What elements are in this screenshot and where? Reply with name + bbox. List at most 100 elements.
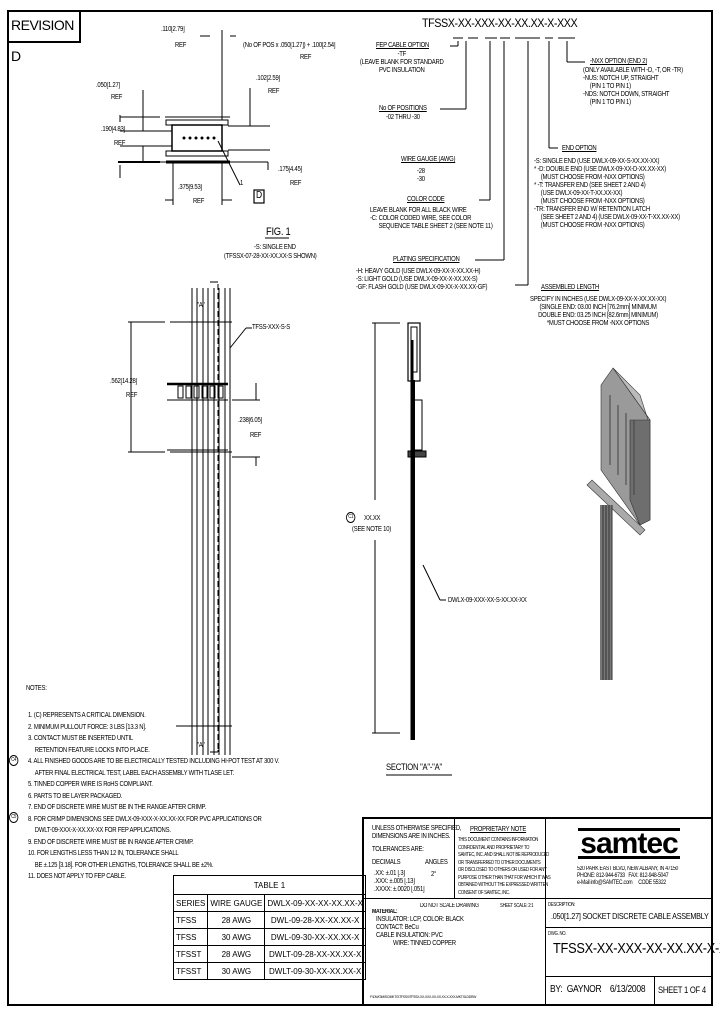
- note-8-cont: DWLT-09-XXX-X-XX.XX-XX FOR FEP APPLICATI…: [34, 827, 171, 834]
- section-marker-bottom: "A": [197, 742, 205, 749]
- file-path: F:\DWG\MISC\MKTG\TFSSX\TFSSX-XX-XXX-XX-X…: [370, 994, 477, 999]
- positions-range: -02 THRU -30: [386, 114, 420, 121]
- dim-right-offset: .102[2.59]: [256, 75, 280, 82]
- sheet-scale: SHEET SCALE: 2:1: [500, 903, 534, 909]
- section-length-note: (SEE NOTE 10): [352, 526, 392, 533]
- note-7: 7. END OF DISCRETE WIRE MUST BE IN THE R…: [28, 804, 206, 811]
- color-code-text: LEAVE BLANK FOR ALL BLACK WIRE -C: COLOR…: [370, 207, 493, 230]
- tolerance-angle: 2°: [431, 871, 437, 878]
- wire-callout: DWLX-09-XXX-XX-S-XX.XX-XX: [448, 597, 527, 604]
- fig1-subtitle: -S: SINGLE END: [254, 244, 296, 251]
- end-option-title: END OPTION: [562, 145, 597, 152]
- section-marker-top: "A": [197, 302, 205, 309]
- end-option-text: -S: SINGLE END (USE DWLX-09-XX-S-XX.XX-X…: [534, 158, 680, 229]
- company-address: 520 PARK EAST BLVD, NEW ALBANY, IN 47150…: [577, 866, 679, 886]
- dim-top-width: .110[2.79]: [161, 26, 185, 33]
- dim-right-offset-ref: REF: [268, 88, 280, 95]
- part-number-format: TFSSX-XX-XXX-XX-XX.XX-X-XXX: [422, 16, 578, 30]
- tolerance-line2: DIMENSIONS ARE IN INCHES.: [372, 833, 451, 840]
- nxx-option-title: -NXX OPTION (END 2): [590, 58, 647, 65]
- plating-title: PLATING SPECIFICATION: [393, 256, 460, 263]
- positions-title: No OF POSITIONS: [379, 105, 427, 112]
- table-1: TABLE 1 SERIES WIRE GAUGE DWLX-09-XX-XX-…: [172, 875, 366, 980]
- tolerance-angles-label: ANGLES: [425, 859, 448, 866]
- note-4-cont: AFTER FINAL ELECTRICAL TEST, LABEL EACH …: [34, 769, 234, 777]
- sheet-block: [654, 976, 713, 1006]
- dwg-number: TFSSX-XX-XXX-XX-XX.XX-X-XXX: [553, 940, 720, 957]
- detail-label: D: [256, 190, 262, 201]
- notes-title: NOTES:: [26, 685, 47, 692]
- isometric-connector-render: [586, 367, 651, 680]
- dim-pitch-formula: (No OF POS x .050[1.27]) + .100[2.54]: [243, 42, 336, 49]
- table-header-row: SERIES WIRE GAUGE DWLX-09-XX-XX-XX.XX-X: [172, 894, 366, 912]
- revision-box: REVISION D: [7, 10, 81, 64]
- table-title: TABLE 1: [173, 875, 366, 895]
- tolerance-d2: .XXX: ±.005 [.13]: [374, 878, 415, 885]
- proprietary-title: PROPRIETARY NOTE: [470, 826, 527, 833]
- drawing-sheet-border: [7, 10, 713, 1006]
- wire-gauge-30: -30: [417, 176, 425, 183]
- description: .050[1.27] SOCKET DISCRETE CABLE ASSEMBL…: [551, 911, 709, 921]
- material-lines: INSULATOR: LCP, COLOR: BLACK CONTACT: Be…: [376, 916, 464, 947]
- fep-option-title: FEP CABLE OPTION: [376, 42, 430, 49]
- dwg-label: DWG. NO.: [548, 931, 567, 937]
- section-length: XX.XX: [364, 515, 381, 522]
- material-label: MATERIAL:: [372, 909, 398, 915]
- by-line: BY: GAYNOR 6/13/2008: [550, 984, 646, 995]
- note-10: 10. FOR LENGTHS LESS THAN 12 IN, TOLERAN…: [28, 850, 179, 857]
- note-6: 6. PARTS TO BE LAYER PACKAGED.: [28, 792, 123, 800]
- dim-pitch-ref: REF: [300, 54, 312, 61]
- dim-side-height-ref: REF: [126, 392, 138, 399]
- nxx-option-text: (ONLY AVAILABLE WITH -D, -T, OR -TR) -NU…: [583, 67, 683, 106]
- critical-dim-symbol: C1: [346, 512, 356, 523]
- note-3-cont: RETENTION FEATURE LOCKS INTO PLACE.: [34, 746, 150, 754]
- wire-gauge-28: -28: [417, 168, 425, 175]
- note-4: 4. ALL FINISHED GOODS ARE TO BE ELECTRIC…: [28, 758, 280, 765]
- dim-width: .375[9.53]: [178, 184, 202, 191]
- dim-left-offset: .050[1.27]: [96, 82, 120, 89]
- samtec-logo: samtec: [578, 825, 680, 861]
- description-label: DESCRIPTION:: [548, 902, 576, 908]
- note-10-cont: BE ±.125 [3.18]. FOR OTHER LENGTHS, TOLE…: [34, 861, 214, 869]
- note-3: 3. CONTACT MUST BE INSERTED UNTIL: [28, 735, 133, 742]
- proprietary-text: THIS DOCUMENT CONTAINS INFORMATION CONFI…: [458, 837, 551, 896]
- note-4-marker: C4: [9, 755, 19, 766]
- note-8: 8. FOR CRIMP DIMENSIONS SEE DWLX-09-XXX-…: [28, 815, 262, 823]
- fig1-title: FIG. 1: [266, 226, 291, 238]
- dim-bottom-right: .175[4.45]: [278, 166, 302, 173]
- tolerance-line1: UNLESS OTHERWISE SPECIFIED,: [372, 825, 462, 832]
- color-code-title: COLOR CODE: [407, 196, 445, 203]
- dim-side-offset-ref: REF: [250, 432, 262, 439]
- dim-height: .190[4.83]: [101, 126, 125, 133]
- fep-option-text: -TF (LEAVE BLANK FOR STANDARD PVC INSULA…: [359, 51, 444, 74]
- dim-height-ref: REF: [114, 140, 126, 147]
- note-1: 1. (C) REPRESENTS A CRITICAL DIMENSION.: [28, 712, 146, 719]
- notes-list: 1. (C) REPRESENTS A CRITICAL DIMENSION. …: [28, 710, 279, 883]
- note-2: 2. MINIMUM PULLOUT FORCE: 3 LBS [13.3 N]…: [28, 723, 147, 731]
- note-11: 11. DOES NOT APPLY TO FEP CABLE.: [28, 873, 126, 880]
- length-title: ASSEMBLED LENGTH: [541, 284, 600, 291]
- dim-width-ref: REF: [193, 198, 205, 205]
- sheet-number: SHEET 1 OF 4: [658, 985, 706, 995]
- dim-side-offset: .238[6.05]: [238, 417, 262, 424]
- tolerance-decimals-label: DECIMALS: [372, 859, 401, 866]
- note-9: 9. END OF DISCRETE WIRE MUST BE IN RANGE…: [28, 838, 194, 846]
- note-8-marker: C5: [9, 812, 19, 823]
- dim-side-height: .562[14.28]: [110, 378, 137, 385]
- fig1-shown: (TFSSX-07-28-XX-XX.XX-S SHOWN): [224, 253, 317, 260]
- part-callout: TFSS-XXX-S-S: [252, 324, 290, 331]
- tolerance-d3: .XXXX: ±.0020 [.051]: [374, 886, 425, 893]
- plating-text: -H: HEAVY GOLD (USE DWLX-09-XX-X-XX.XX-H…: [356, 268, 488, 291]
- wire-gauge-title: WIRE GAUGE (AWG): [401, 156, 456, 163]
- tolerance-d1: .XX: ±.01 [.3]: [374, 870, 405, 877]
- dim-top-width-ref: REF: [175, 42, 187, 49]
- no-scale-label: DO NOT SCALE DRAWING: [420, 903, 479, 909]
- length-text: SPECIFY IN INCHES (USE DWLX-09-XX-X-XX.X…: [530, 296, 667, 327]
- tolerance-line3: TOLERANCES ARE:: [372, 846, 424, 853]
- note-5: 5. TINNED COPPER WIRE IS RoHS COMPLIANT.: [28, 781, 153, 788]
